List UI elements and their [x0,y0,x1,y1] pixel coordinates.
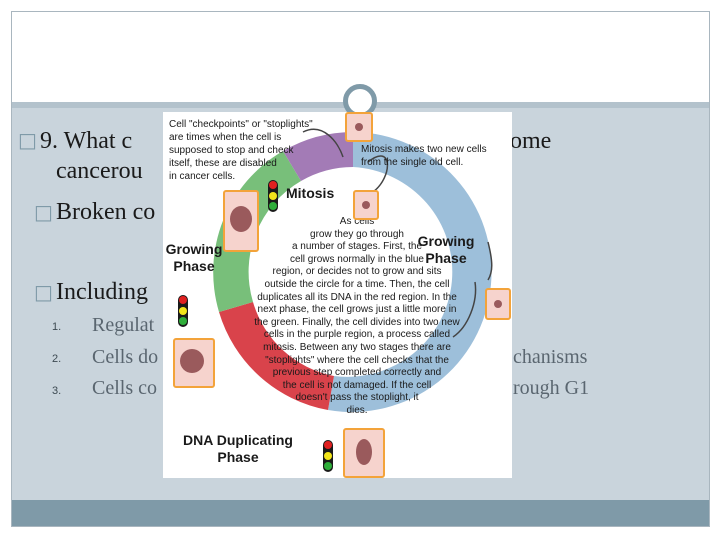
arrow-icon [487,241,493,281]
bullet-icon: □ [34,200,53,224]
growing-phase-right-label: Growing Phase [411,233,481,267]
bullet-icon: □ [18,128,37,152]
callout-text-line: Cell "checkpoints" or "stoplights" [169,119,313,130]
center-text-line: outside the circle for a time. Then, the… [264,279,450,290]
center-text-line: dies. [346,405,368,416]
growing-phase-green-arc [213,151,301,312]
arrow-icon [367,155,389,193]
center-text-line: mitosis. Between any two stages there ar… [263,342,451,353]
cell-cycle-figure: Cell "checkpoints" or "stoplights" are t… [163,112,512,478]
center-text-line: "stoplights" where the cell checks that … [265,354,449,366]
center-text-line: cells in the purple region, a process ca… [263,329,451,341]
including-text: Including [56,279,148,305]
cell-icon [173,338,215,388]
stoplight-icon [178,295,188,327]
callout-text-line: itself, these are disabled [169,158,277,169]
stoplight-icon [323,440,333,472]
callout-text-line: in cancer cells. [169,171,236,182]
cell-icon [343,428,385,478]
list-item-3-end: rough G1 [513,377,590,399]
label-line: Phase [173,258,215,274]
cell-icon [345,112,373,142]
mitosis-purple-arc [283,132,353,181]
bullet-icon: □ [34,280,53,304]
question-text: 9. What c [40,128,133,154]
list-item-2: Cells do [92,346,159,368]
list-number: 1. [52,321,62,333]
cell-icon [223,190,259,252]
center-text-line: previous step completed correctly and [272,367,442,379]
list-item-3: Cells co [92,377,157,399]
center-text-line: the cell is not damaged. If the cell [282,379,432,391]
question-text-end: ome [510,128,552,154]
label-line: Growing [417,233,475,249]
label-line: DNA Duplicating [183,432,293,448]
stoplight-icon [268,180,278,212]
label-line: Phase [217,449,259,465]
center-text-line: next phase, the cell grows just a little… [257,304,457,316]
center-text-line: region, or decides not to grow and sits [272,266,442,278]
callout-text-line: are times when the cell is [169,132,282,143]
center-text-line: duplicates all its DNA in the red region… [257,291,457,303]
list-item-1: Regulat [92,314,155,336]
center-text-line: doesn't pass the stoplight, it [295,392,419,404]
dna-duplicating-red-arc [219,302,334,410]
slide [11,11,710,527]
broken-text: Broken co [56,199,156,225]
center-text-line: a number of stages. First, the [291,241,423,253]
cell-cycle-ring [213,128,493,412]
mitosis-note-line: from the single old cell. [361,157,464,168]
label-line: Phase [425,250,467,266]
footer-bar [12,500,709,526]
arrow-icon [452,281,477,338]
center-text-line: As cells [339,216,375,227]
growing-phase-left-label: Growing Phase [163,241,225,275]
list-item-2-end: chanisms [513,346,588,368]
mitosis-note-line: Mitosis makes two new cells [361,144,487,155]
center-text-line: cell grows normally in the blue [290,253,424,265]
list-number: 3. [52,385,62,397]
cell-icon [353,190,379,220]
callout-text-line: supposed to stop and check [169,145,294,156]
arrow-icon [302,128,344,158]
cell-icon [485,288,511,320]
label-line: Growing [165,241,223,257]
question-line-2: cancerou [56,158,143,184]
center-text-line: grow they go through [310,228,404,240]
mitosis-label: Mitosis [286,185,335,201]
dna-duplicating-label: DNA Duplicating Phase [173,432,303,466]
list-number: 2. [52,353,62,365]
center-text-line: the green. Finally, the cell divides int… [254,316,460,328]
growing-phase-blue-arc [328,132,492,412]
